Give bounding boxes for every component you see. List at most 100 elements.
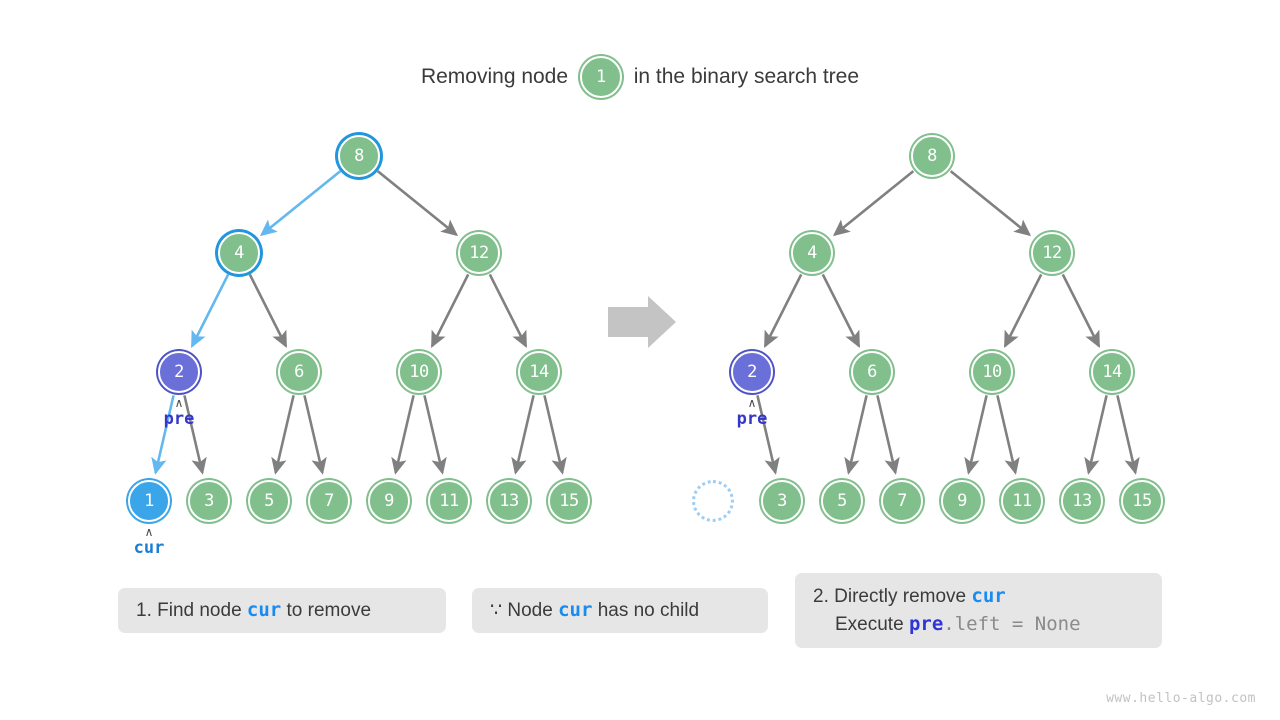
- right-tree-node-7[interactable]: 7: [881, 480, 923, 522]
- right-tree-edge-10-to-9: [964, 395, 988, 475]
- caption-step-1-code: cur: [246, 598, 282, 621]
- left-tree-node-label: 11: [439, 490, 459, 511]
- left-tree-node-10[interactable]: 10: [398, 351, 440, 393]
- page-title: Removing node 1 in the binary search tre…: [0, 56, 1280, 98]
- left-tree-node-13[interactable]: 13: [488, 480, 530, 522]
- right-tree-node-label: 6: [867, 361, 877, 382]
- caption-step-1-prefix: 1. Find node: [136, 599, 242, 621]
- right-tree-node-label: 14: [1102, 361, 1122, 382]
- right-tree-node-8[interactable]: 8: [911, 135, 953, 177]
- caption-step-2: 2. Directly remove cur Execute pre.left …: [795, 573, 1162, 648]
- right-tree-node-10[interactable]: 10: [971, 351, 1013, 393]
- right-tree-node-9[interactable]: 9: [941, 480, 983, 522]
- left-tree-node-label: 4: [234, 242, 244, 263]
- right-tree-node-12[interactable]: 12: [1031, 232, 1073, 274]
- left-tree-node-14[interactable]: 14: [518, 351, 560, 393]
- right-tree-edge-6-to-5: [844, 395, 868, 475]
- right-tree-node-label: 13: [1072, 490, 1092, 511]
- left-tree-edge-6-to-5: [271, 395, 295, 475]
- right-tree-node-13[interactable]: 13: [1061, 480, 1103, 522]
- right-tree-edge-8-to-4: [832, 170, 915, 237]
- caret-up-icon: ∧: [747, 396, 757, 410]
- left-tree-node-label: 10: [409, 361, 429, 382]
- right-tree-node-5[interactable]: 5: [821, 480, 863, 522]
- title-text-before: Removing node: [420, 65, 569, 88]
- left-tree-node-label: 6: [294, 361, 304, 382]
- right-tree-node-15[interactable]: 15: [1121, 480, 1163, 522]
- left-tree-edge-8-to-12: [376, 170, 459, 237]
- left-tree-node-label: 1: [144, 490, 154, 511]
- caption-reason: ∵ Node cur has no child: [472, 588, 768, 633]
- left-tree-edge-12-to-14: [488, 273, 528, 348]
- right-tree-node-label: 15: [1132, 490, 1152, 511]
- left-tree-node-1[interactable]: 1: [128, 480, 170, 522]
- right-tree-pointer-pre: ∧pre: [712, 396, 792, 429]
- left-tree-node-3[interactable]: 3: [188, 480, 230, 522]
- right-tree-edge-14-to-13: [1084, 395, 1108, 475]
- caption-reason-line: ∵ Node cur has no child: [490, 597, 750, 625]
- right-tree-node-label: 10: [982, 361, 1002, 382]
- right-tree-edge-8-to-12: [949, 170, 1032, 237]
- left-tree-edge-4-to-6: [248, 273, 288, 348]
- left-tree-edge-8-to-4: [259, 170, 342, 237]
- left-tree-edge-14-to-13: [511, 395, 535, 475]
- right-tree-edge-4-to-2: [763, 273, 803, 348]
- left-tree-node-label: 3: [204, 490, 214, 511]
- caption-reason-prefix: Node: [507, 599, 553, 621]
- caret-up-icon: ∧: [174, 396, 184, 410]
- caption-step-2-code: cur: [971, 584, 1006, 607]
- left-tree-node-label: 12: [469, 242, 489, 263]
- left-tree-edges: [151, 170, 567, 475]
- right-tree-node-2[interactable]: 2: [731, 351, 773, 393]
- right-tree-node-label: 3: [777, 490, 787, 511]
- caption-step-2-execute-label: Execute: [835, 613, 904, 635]
- left-tree-node-label: 2: [174, 361, 184, 382]
- left-tree-node-8[interactable]: 8: [338, 135, 380, 177]
- right-tree-node-label: 12: [1042, 242, 1062, 263]
- right-tree-node-3[interactable]: 3: [761, 480, 803, 522]
- left-tree-node-9[interactable]: 9: [368, 480, 410, 522]
- right-tree-node-4[interactable]: 4: [791, 232, 833, 274]
- right-tree-edge-12-to-14: [1061, 273, 1101, 348]
- right-tree-edge-4-to-6: [821, 273, 861, 348]
- left-tree-node-label: 15: [559, 490, 579, 511]
- left-tree-node-label: 8: [354, 145, 364, 166]
- left-tree-edge-14-to-15: [543, 395, 567, 475]
- left-tree-pointer-cur: ∧cur: [109, 525, 189, 558]
- right-tree-edge-12-to-10: [1003, 273, 1043, 348]
- caption-step-2-expression: .left = None: [943, 612, 1081, 635]
- watermark: www.hello-algo.com: [1106, 691, 1256, 706]
- right-tree-removed-node-placeholder: [692, 480, 734, 522]
- right-tree-edge-2-to-3: [756, 395, 780, 475]
- left-tree-node-6[interactable]: 6: [278, 351, 320, 393]
- left-tree-pointer-pre: ∧pre: [139, 396, 219, 429]
- right-tree-node-6[interactable]: 6: [851, 351, 893, 393]
- left-tree-node-2[interactable]: 2: [158, 351, 200, 393]
- left-tree-edge-10-to-9: [391, 395, 415, 475]
- left-tree-node-7[interactable]: 7: [308, 480, 350, 522]
- left-tree-node-11[interactable]: 11: [428, 480, 470, 522]
- left-tree-node-12[interactable]: 12: [458, 232, 500, 274]
- left-tree-node-15[interactable]: 15: [548, 480, 590, 522]
- right-tree-edges: [756, 170, 1140, 475]
- left-tree-edge-12-to-10: [430, 273, 470, 348]
- right-tree-edge-6-to-7: [876, 395, 900, 475]
- title-text-after: in the binary search tree: [633, 65, 860, 88]
- left-tree-edge-10-to-11: [423, 395, 447, 475]
- because-symbol-icon: ∵: [490, 599, 503, 621]
- left-tree-node-label: 7: [324, 490, 334, 511]
- left-tree-node-4[interactable]: 4: [218, 232, 260, 274]
- caret-up-icon: ∧: [144, 525, 154, 539]
- right-tree-node-14[interactable]: 14: [1091, 351, 1133, 393]
- left-tree-node-label: 14: [529, 361, 549, 382]
- left-tree-node-5[interactable]: 5: [248, 480, 290, 522]
- right-tree-pointer-label: pre: [736, 409, 768, 429]
- caption-reason-suffix: has no child: [597, 599, 700, 621]
- right-tree-node-label: 5: [837, 490, 847, 511]
- right-tree-edge-10-to-11: [996, 395, 1020, 475]
- left-tree-edge-4-to-2: [190, 273, 230, 348]
- left-tree-node-label: 13: [499, 490, 519, 511]
- right-tree-node-11[interactable]: 11: [1001, 480, 1043, 522]
